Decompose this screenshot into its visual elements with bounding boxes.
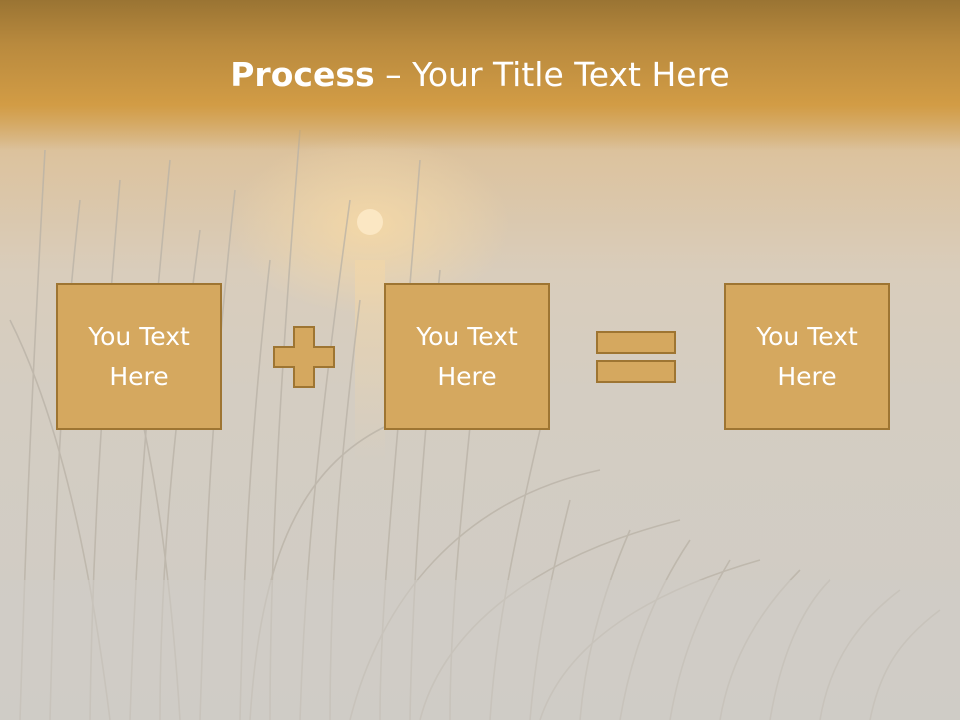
equals-icon [596, 331, 676, 383]
title-band [0, 0, 960, 150]
slide-title: Process – Your Title Text Here [0, 52, 960, 98]
process-box-1: You Text Here [56, 283, 222, 430]
plus-icon [273, 326, 335, 388]
sun [357, 209, 383, 235]
title-rest: – Your Title Text Here [374, 55, 730, 94]
process-box-3: You Text Here [724, 283, 890, 430]
process-box-3-text: You Text Here [756, 321, 858, 391]
sun-reflection [355, 260, 385, 460]
process-box-2: You Text Here [384, 283, 550, 430]
process-box-1-text: You Text Here [88, 321, 190, 391]
process-box-2-text: You Text Here [416, 321, 518, 391]
title-bold: Process [230, 55, 375, 94]
